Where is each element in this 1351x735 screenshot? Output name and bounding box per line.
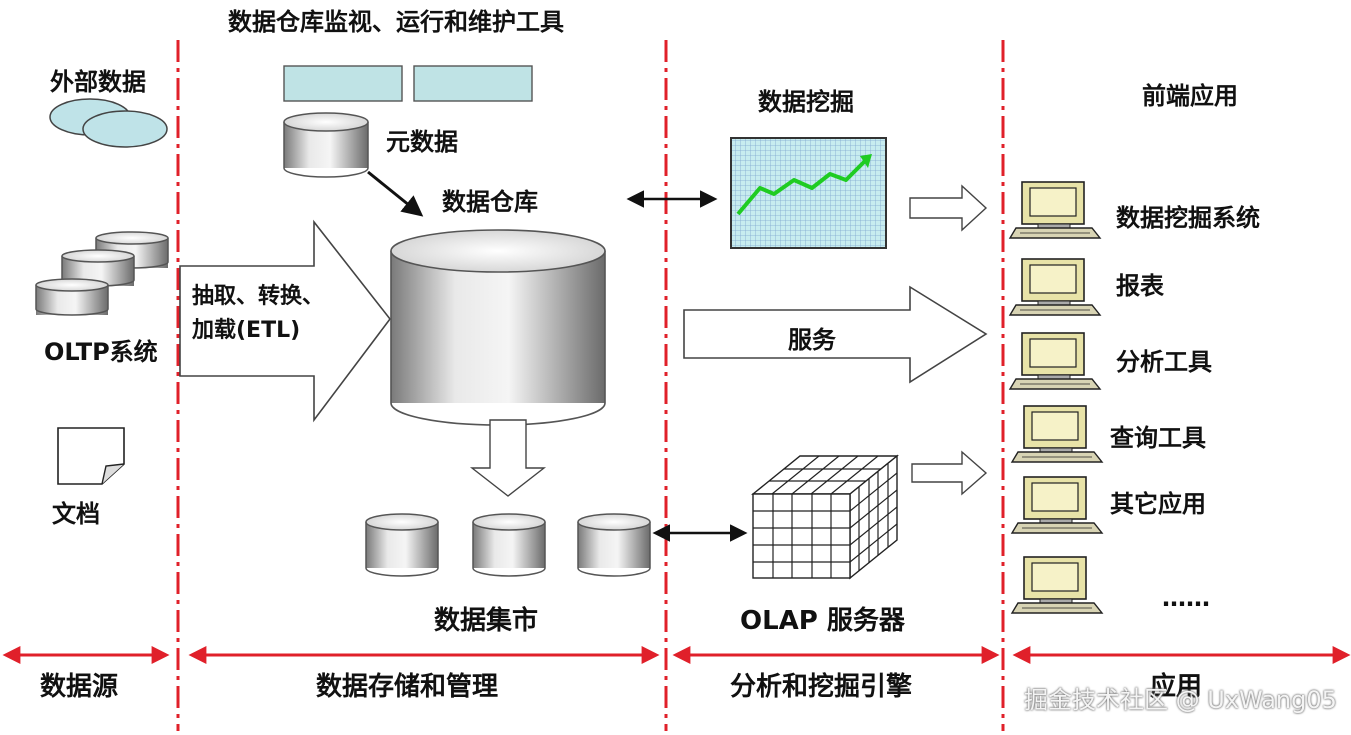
etl-label-line2: 加载(ETL)	[192, 318, 301, 343]
service-arrow	[683, 285, 988, 384]
frontend-header-label: 前端应用	[1142, 82, 1238, 110]
datamart-label: 数据集市	[434, 606, 539, 636]
data-mining-chart-icon	[730, 137, 887, 249]
computer-icon	[1008, 258, 1102, 316]
computer-icon	[1008, 332, 1102, 390]
app-label-ellipsis: ……	[1162, 584, 1210, 612]
app-label-query-tool: 查询工具	[1110, 424, 1206, 452]
warehouse-label: 数据仓库	[442, 188, 538, 216]
bottom-label-sources: 数据源	[40, 672, 119, 702]
oltp-label: OLTP系统	[44, 338, 158, 366]
document-label: 文档	[52, 500, 100, 528]
monitor-tool-bars	[283, 65, 533, 102]
metadata-cylinder	[283, 112, 369, 178]
computer-icon	[1008, 181, 1102, 239]
app-label-mining-system: 数据挖掘系统	[1116, 204, 1260, 232]
document-icon	[57, 427, 125, 485]
external-data-label: 外部数据	[50, 68, 146, 96]
computer-icon	[1010, 556, 1104, 614]
computer-icon	[1010, 405, 1104, 463]
olap-server-label: OLAP 服务器	[740, 606, 905, 636]
warehouse-to-mart-arrow	[469, 419, 547, 497]
olap-cube-icon	[751, 454, 899, 580]
computer-icon	[1010, 476, 1104, 534]
column-dividers	[176, 40, 1005, 731]
bottom-label-storage: 数据存储和管理	[316, 672, 499, 702]
olap-to-apps-arrow	[911, 450, 988, 496]
frontend-computer-icons	[1008, 181, 1104, 614]
data-warehouse-cylinder	[390, 229, 606, 426]
external-data-icon	[49, 98, 168, 148]
etl-label-line1: 抽取、转换、	[192, 284, 325, 309]
etl-arrow	[179, 219, 392, 423]
data-mart-cylinders	[365, 513, 651, 577]
app-label-other-apps: 其它应用	[1110, 490, 1206, 518]
oltp-database-icon	[35, 231, 169, 316]
metadata-to-warehouse-arrow	[367, 170, 424, 217]
watermark: 掘金技术社区 @ UxWang05	[1024, 686, 1337, 714]
mining-to-apps-arrow	[909, 184, 988, 232]
bottom-label-analysis: 分析和挖掘引擎	[730, 672, 913, 702]
app-label-analysis-tool: 分析工具	[1116, 348, 1212, 376]
data-mining-label: 数据挖掘	[758, 88, 854, 116]
title-label: 数据仓库监视、运行和维护工具	[228, 8, 564, 36]
bottom-label-apps: 应用	[1150, 672, 1203, 702]
metadata-label: 元数据	[386, 128, 458, 156]
app-label-report: 报表	[1116, 272, 1164, 300]
service-label: 服务	[788, 326, 836, 354]
